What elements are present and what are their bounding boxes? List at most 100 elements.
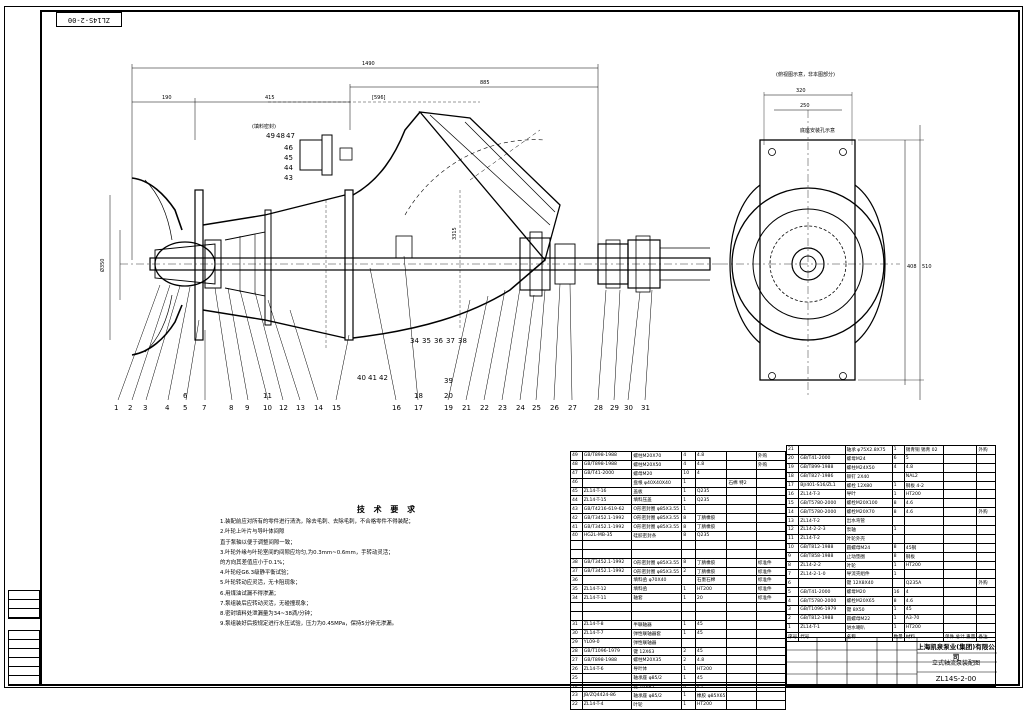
bom-cell: 1: [891, 445, 905, 455]
bom-cell: [891, 516, 905, 527]
req-item: 6.用煤油试漏不得渗漏；: [220, 590, 280, 597]
bom-cell: 6: [785, 578, 800, 589]
bom-cell: 49: [570, 451, 583, 461]
bom-cell: GB/T827-1986: [798, 471, 846, 482]
bom-cell: 4: [694, 468, 728, 479]
bom-cell: [976, 613, 996, 624]
bom-cell: 13: [785, 516, 800, 527]
bom-cell: [631, 611, 683, 621]
bom-cell: [726, 513, 757, 524]
bom-cell: HG2L-MB-35: [581, 531, 633, 541]
part-no-37: 37: [446, 337, 455, 345]
bom-cell: GB/T898-1988: [581, 459, 633, 470]
part-no-28: 28: [594, 404, 603, 412]
part-no-1: 1: [114, 404, 118, 412]
bom-cell: 填料函 φ70X40: [631, 575, 683, 586]
bom-cell: 轴承 φ75X2.8X75: [844, 445, 893, 455]
bom-cell: YL09-0: [581, 637, 633, 648]
bom-cell: 20: [694, 593, 728, 604]
bom-cell: [903, 516, 944, 527]
bom-cell: 18: [785, 471, 800, 482]
bom-cell: GB/T41-2000: [581, 468, 633, 479]
bom-cell: [942, 622, 978, 633]
bom-cell: [581, 575, 633, 586]
part-no-45: 45: [284, 154, 293, 162]
bom-cell: 10: [681, 468, 696, 479]
bom-cell: [726, 611, 757, 621]
bom-cell: 1: [891, 489, 905, 500]
part-no-41: 41: [368, 374, 377, 382]
bom-cell: [798, 445, 846, 455]
bom-cell: ZL14-2-2-3: [798, 525, 846, 535]
bom-cell: GB/T1096-1979: [798, 605, 846, 615]
bom-cell: 36: [570, 575, 583, 586]
bom-cell: 4: [681, 682, 696, 693]
part-no-34: 34: [410, 337, 419, 345]
part-no-40: 40: [357, 374, 366, 382]
bom-cell: GB/T41-2000: [798, 453, 846, 464]
bom-cell: 1: [891, 605, 905, 615]
part-no-31: 31: [641, 404, 650, 412]
bom-cell: 35: [570, 584, 583, 595]
bom-cell: HT200: [903, 489, 944, 500]
bom-cell: 标准件: [755, 575, 787, 586]
dim-height-mid: 3315: [452, 227, 458, 240]
part-no-47: 47: [286, 132, 295, 140]
bom-cell: [726, 486, 757, 497]
bom-cell: [726, 539, 757, 550]
bom-cell: [726, 664, 757, 675]
bom-cell: 45: [694, 646, 728, 657]
bom-cell: 螺栓 12X80: [844, 480, 893, 491]
bom-cell: [755, 637, 787, 648]
bom-cell: [581, 539, 633, 550]
bom-cell: GB/T4216-619-62: [581, 504, 633, 515]
bom-cell: [976, 596, 996, 607]
bom-cell: [976, 560, 996, 571]
bom-cell: [891, 471, 905, 482]
bom-cell: 弹性联轴器: [631, 637, 683, 648]
bom-cell: 螺栓M20X65: [844, 596, 893, 607]
bom-cell: [726, 602, 757, 613]
bom-cell: 螺柱M20X70: [631, 451, 683, 461]
bom-cell: [891, 578, 905, 589]
req-item: 的方向其差值应小于0.1%；: [220, 560, 288, 567]
bom-cell: [755, 619, 787, 630]
bom-cell: 1: [681, 486, 696, 497]
bom-cell: 标准件: [755, 557, 787, 568]
bom-cell: [755, 646, 787, 657]
bom-cell: [755, 477, 787, 488]
bom-cell: [694, 611, 728, 621]
bom-cell: NAL2: [903, 471, 944, 482]
req-item: 4.叶轮经G6.3级静平衡试验；: [220, 570, 292, 577]
bom-cell: 标准件: [755, 593, 787, 604]
req-item: 9.泵组装好后按规定进行水压试验，压力为0.45MPa，保持5分钟无渗漏。: [220, 621, 398, 628]
company-name: 上海凯泉泵业(集团)有限公司: [917, 643, 995, 661]
bom-cell: 38: [570, 557, 583, 568]
bom-cell: 1: [891, 569, 905, 580]
bom-cell: 螺栓M20X70: [844, 507, 893, 518]
bottom-part-numbers: 1 2 3 4 5 6 7 8 9 10 11 12 13 14 15 16 1…: [114, 392, 650, 412]
bom-cell: 8: [785, 560, 800, 571]
bom-cell: 轴承座 φ85/2: [631, 673, 683, 684]
bom-cell: 钢板 4-2: [903, 480, 944, 491]
bom-cell: 3: [785, 605, 800, 615]
bom-cell: [755, 673, 787, 684]
bom-cell: 1: [891, 622, 905, 633]
bom-cell: [726, 548, 757, 559]
bom-cell: 2: [681, 655, 696, 666]
bom-cell: [726, 699, 757, 710]
bom-cell: Q235: [694, 495, 728, 506]
bom-cell: 4: [681, 451, 696, 461]
part-no-25: 25: [532, 404, 541, 412]
bom-cell: 8: [681, 522, 696, 533]
